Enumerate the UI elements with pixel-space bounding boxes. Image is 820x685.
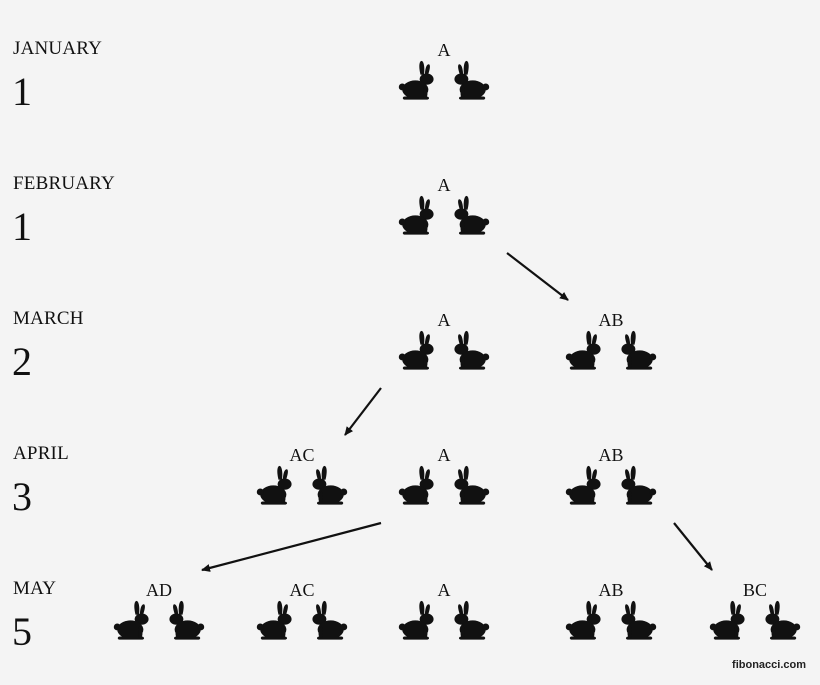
arrow-february-a-to-march-ab (506, 252, 569, 301)
arrow-april-a-to-may-ad (201, 521, 382, 572)
rabbit-pair-ab-may: AB (556, 580, 666, 640)
pair-count-may: 5 (12, 609, 32, 654)
pair-label: AB (598, 580, 624, 600)
rabbit-icon (398, 195, 434, 235)
rabbit-icon (312, 600, 348, 640)
pair-count-february: 1 (12, 204, 32, 249)
rabbit-pair-ab-april: AB (556, 445, 666, 505)
rabbit-pair-icons (398, 330, 490, 370)
rabbit-pair-icons (398, 60, 490, 100)
rabbit-icon (454, 60, 490, 100)
month-label-april: APRIL (13, 443, 69, 464)
rabbit-pair-icons (256, 600, 348, 640)
pair-count-march: 2 (12, 339, 32, 384)
rabbit-pair-a-january: A (389, 40, 499, 100)
rabbit-icon (398, 60, 434, 100)
rabbit-pair-icons (565, 600, 657, 640)
rabbit-pair-icons (398, 465, 490, 505)
pair-count-april: 3 (12, 474, 32, 519)
pair-label: A (437, 445, 451, 465)
rabbit-icon (398, 600, 434, 640)
rabbit-icon (454, 330, 490, 370)
rabbit-icon (621, 465, 657, 505)
rabbit-icon (621, 600, 657, 640)
rabbit-pair-a-february: A (389, 175, 499, 235)
rabbit-pair-a-may: A (389, 580, 499, 640)
rabbit-icon (113, 600, 149, 640)
rabbit-pair-icons (709, 600, 801, 640)
arrow-march-a-to-april-ac (344, 387, 382, 436)
rabbit-icon (454, 195, 490, 235)
rabbit-icon (169, 600, 205, 640)
pair-label: A (437, 175, 451, 195)
rabbit-pair-icons (565, 465, 657, 505)
rabbit-icon (256, 600, 292, 640)
rabbit-pair-icons (398, 195, 490, 235)
rabbit-icon (398, 465, 434, 505)
rabbit-pair-icons (256, 465, 348, 505)
credit-text: fibonacci.com (732, 659, 806, 671)
month-label-may: MAY (13, 578, 57, 599)
rabbit-pair-icons (113, 600, 205, 640)
pair-label: AC (289, 580, 315, 600)
rabbit-icon (312, 465, 348, 505)
pair-count-january: 1 (12, 69, 32, 114)
rabbit-pair-icons (398, 600, 490, 640)
rabbit-icon (454, 465, 490, 505)
rabbit-pair-ac-may: AC (247, 580, 357, 640)
month-label-march: MARCH (13, 308, 84, 329)
rabbit-icon (454, 600, 490, 640)
pair-label: A (437, 310, 451, 330)
pair-label: AB (598, 445, 624, 465)
pair-label: A (437, 40, 451, 60)
month-label-january: JANUARY (13, 38, 103, 59)
rabbit-icon (398, 330, 434, 370)
arrow-april-ab-to-may-bc (673, 522, 713, 571)
pair-label: AB (598, 310, 624, 330)
pair-label: AD (146, 580, 172, 600)
rabbit-pair-icons (565, 330, 657, 370)
pair-label: BC (742, 580, 767, 600)
rabbit-pair-a-march: A (389, 310, 499, 370)
rabbit-icon (565, 330, 601, 370)
pair-label: AC (289, 445, 315, 465)
rabbit-pair-ac-april: AC (247, 445, 357, 505)
rabbit-pair-a-april: A (389, 445, 499, 505)
rabbit-icon (621, 330, 657, 370)
pair-label: A (437, 580, 451, 600)
rabbit-pair-ad-may: AD (104, 580, 214, 640)
rabbit-icon (765, 600, 801, 640)
rabbit-icon (565, 465, 601, 505)
rabbit-icon (565, 600, 601, 640)
rabbit-icon (256, 465, 292, 505)
month-label-february: FEBRUARY (13, 173, 115, 194)
rabbit-pair-ab-march: AB (556, 310, 666, 370)
rabbit-pair-bc-may: BC (700, 580, 810, 640)
rabbit-icon (709, 600, 745, 640)
